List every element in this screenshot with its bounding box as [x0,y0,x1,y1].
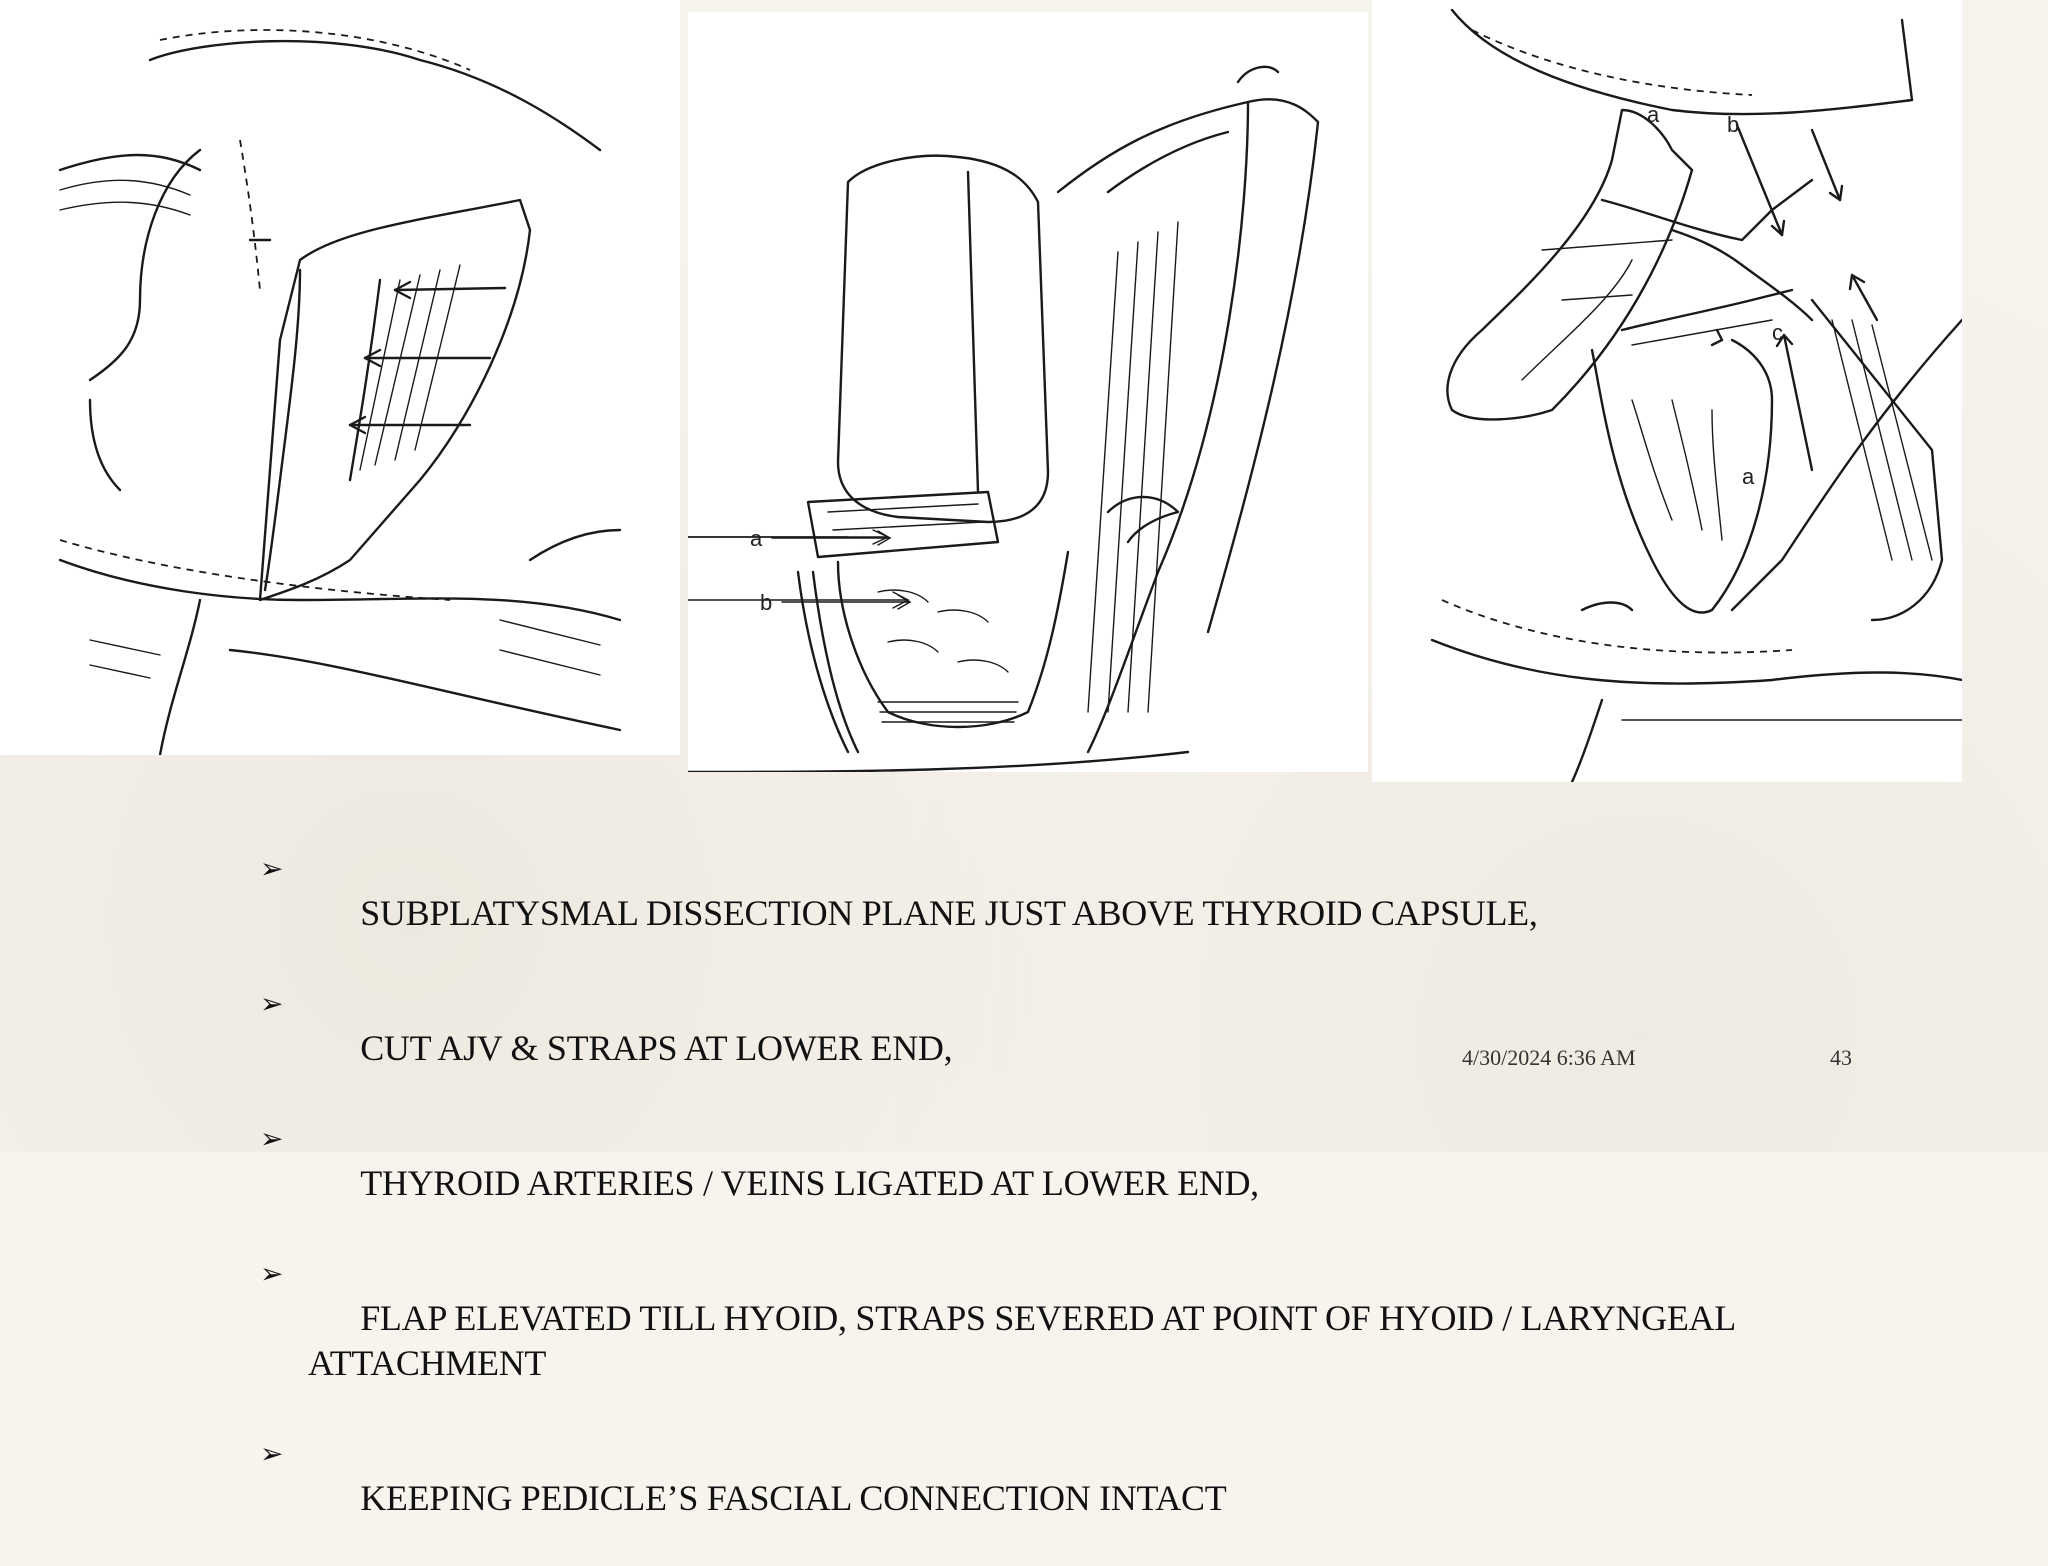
bullet-text: FLAP ELEVATED TILL HYOID, STRAPS SEVERED… [308,1298,1742,1383]
label-b-outside: b [760,590,772,615]
bullet-text: THYROID ARTERIES / VEINS LIGATED AT LOWE… [360,1163,1259,1203]
label-b: b [1727,112,1739,137]
lobe-reflected-drawing: a b c a [1430,8,1962,782]
illustration-neck-incision [0,0,680,755]
bullet-item: ➢ SUBPLATYSMAL DISSECTION PLANE JUST ABOV… [258,846,1878,981]
label-a-outside: a [750,526,763,551]
bullet-item: ➢ KEEPING PEDICLE’S FASCIAL CONNECTION IN… [258,1431,1878,1566]
neck-incision-drawing [58,29,622,755]
bullet-text: KEEPING PEDICLE’S FASCIAL CONNECTION INT… [360,1478,1227,1518]
bullet-item: ➢ THYROID ARTERIES / VEINS LIGATED AT LOW… [258,1116,1878,1251]
bullet-arrow-icon: ➢ [260,1122,284,1155]
bullet-arrow-icon: ➢ [260,987,284,1020]
bullet-text: CUT AJV & STRAPS AT LOWER END, [360,1028,953,1068]
slide: a b a b [0,0,2048,1518]
label-a-bottom: a [1742,464,1755,489]
label-c: c [1772,320,1783,345]
illustration-lobe-reflected: a b c a [1372,0,1962,782]
bullet-text: SUBPLATYSMAL DISSECTION PLANE JUST ABOVE… [360,893,1538,933]
bullet-arrow-icon: ➢ [260,1437,284,1470]
footer-date: 4/30/2024 6:36 AM [1462,1045,1636,1070]
bullet-arrow-icon: ➢ [260,852,284,885]
bullet-arrow-icon: ➢ [260,1257,284,1290]
bullet-item: ➢ CUT AJV & STRAPS AT LOWER END, [258,981,1878,1116]
label-a-top: a [1647,102,1660,127]
bullet-item: ➢ FLAP ELEVATED TILL HYOID, STRAPS SEVERE… [258,1251,1878,1431]
bullet-list: ➢ SUBPLATYSMAL DISSECTION PLANE JUST ABOV… [258,846,1878,1566]
illustration-flap-elevated: a b [688,12,1368,772]
flap-elevated-drawing: a b [688,65,1320,772]
slide-number: 43 [1830,1045,1852,1070]
panel-2-label-overlay: a b [750,526,912,615]
